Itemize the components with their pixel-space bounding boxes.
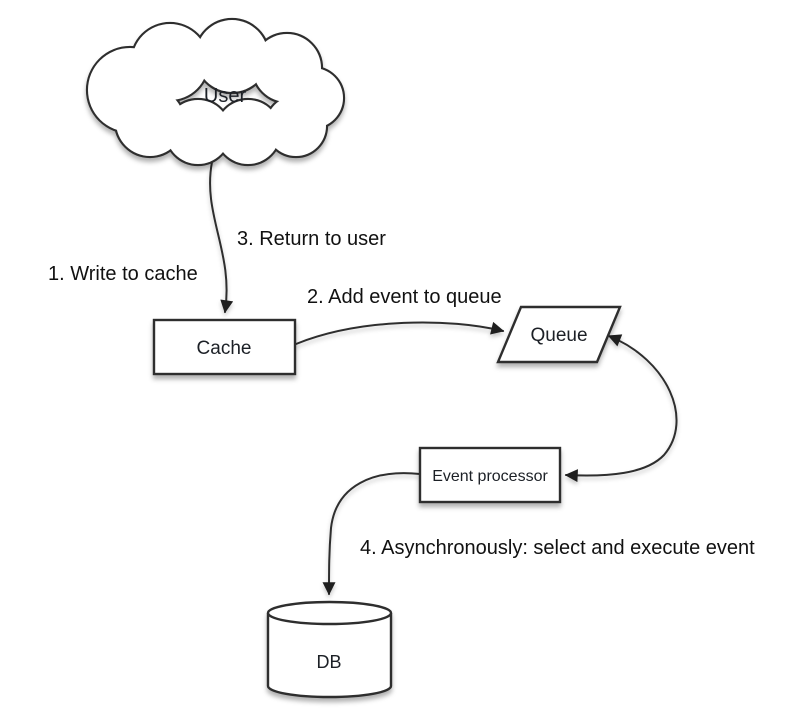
- cache-label: Cache: [197, 338, 252, 359]
- db-label: DB: [316, 652, 341, 672]
- edge-cache-to-queue: [295, 321, 505, 345]
- step1-label: 1. Write to cache: [48, 263, 198, 285]
- event-processor-node: [418, 446, 562, 504]
- step2-label: 2. Add event to queue: [307, 286, 502, 308]
- cache-node: [152, 318, 297, 376]
- step4-label: 4. Asynchronously: select and execute ev…: [360, 537, 755, 559]
- db-cylinder-body: [266, 613, 393, 699]
- queue-node: [496, 305, 622, 364]
- edge-user-to-cache: [209, 161, 234, 314]
- edge-queue-event-processor: [564, 334, 678, 483]
- db-node: [266, 600, 393, 699]
- db-cylinder-top: [266, 600, 393, 626]
- nodes-layer: [88, 20, 622, 699]
- edge-event-processor-to-db: [322, 472, 421, 596]
- edges-layer: [209, 161, 678, 596]
- user-label: User: [204, 85, 247, 107]
- event-processor-label: Event processor: [432, 468, 548, 485]
- queue-label: Queue: [530, 325, 587, 346]
- step3-label: 3. Return to user: [237, 228, 386, 250]
